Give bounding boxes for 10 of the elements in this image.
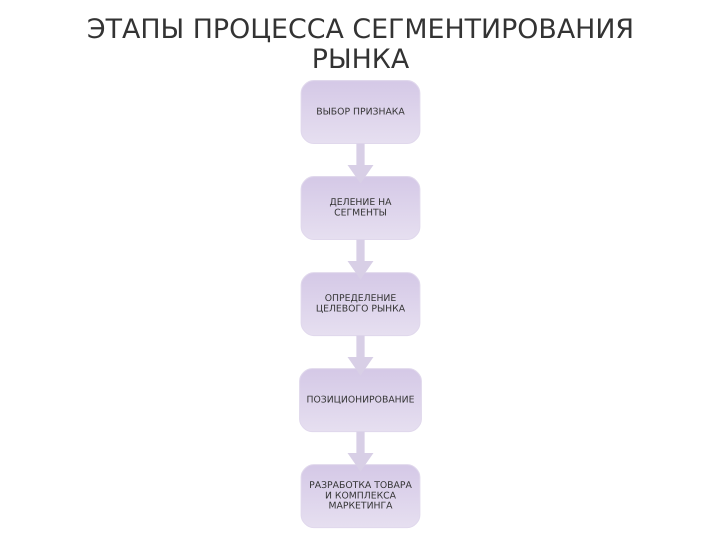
- node-box: ВЫБОР ПРИЗНАКА: [300, 80, 420, 144]
- node-box: РАЗРАБОТКА ТОВАРА И КОМПЛЕКСА МАРКЕТИНГА: [300, 464, 420, 528]
- arrow: [347, 144, 373, 184]
- node-box: ДЕЛЕНИЕ НА СЕГМЕНТЫ: [300, 176, 420, 240]
- arrow: [347, 432, 373, 472]
- diagram-title: ЭТАПЫ ПРОЦЕССА СЕГМЕНТИРОВАНИЯ РЫНКА: [86, 14, 634, 75]
- node-box: ОПРЕДЕЛЕНИЕ ЦЕЛЕВОГО РЫНКА: [300, 272, 420, 336]
- arrow: [347, 240, 373, 280]
- node-box: ПОЗИЦИОНИРОВАНИЕ: [298, 368, 422, 432]
- arrow: [347, 336, 373, 376]
